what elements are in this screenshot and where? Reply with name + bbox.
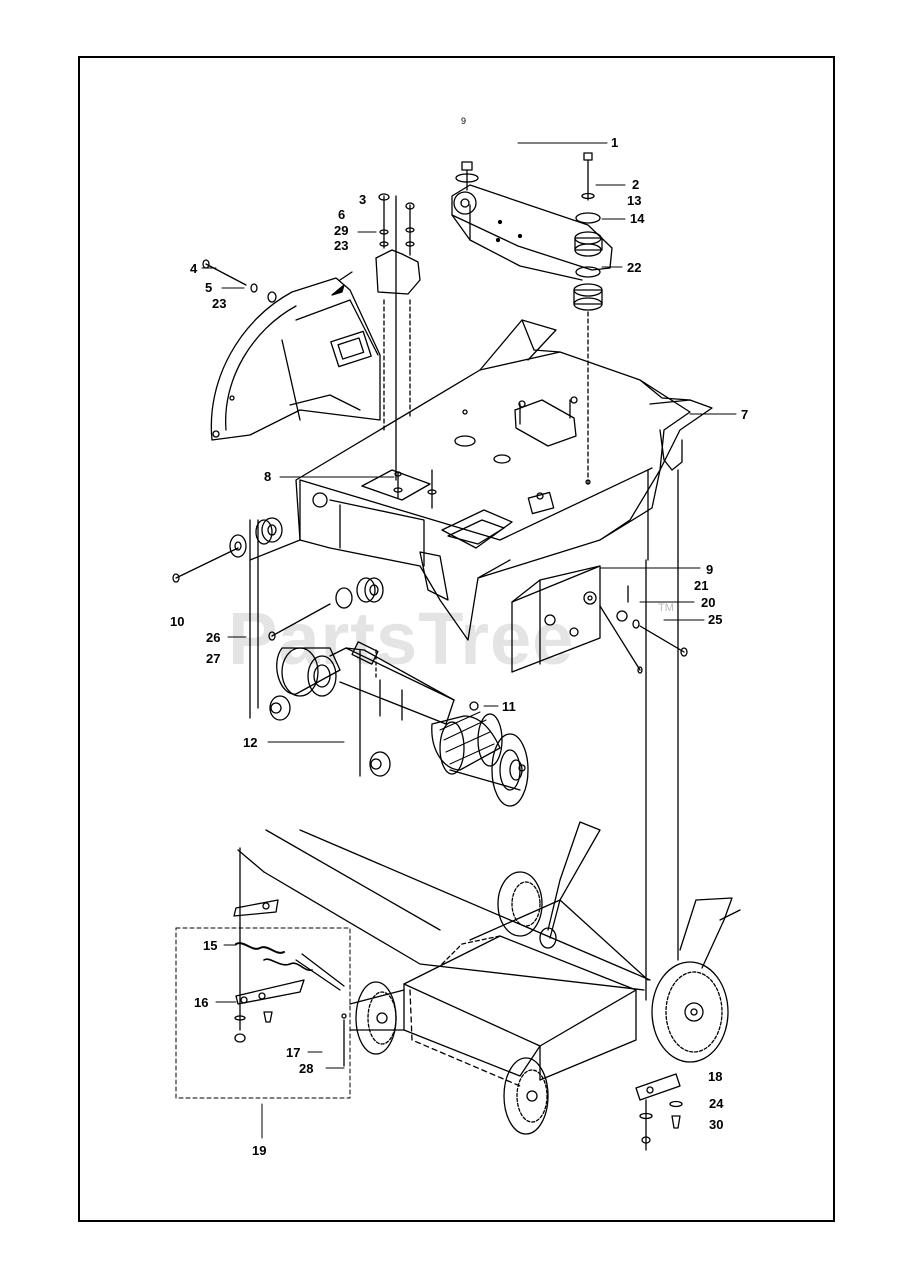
callout-19: 19 bbox=[252, 1143, 267, 1158]
callout-25: 25 bbox=[708, 612, 723, 627]
callout-3: 3 bbox=[359, 192, 367, 207]
watermark: PartsTree bbox=[228, 597, 575, 680]
callout-10: 10 bbox=[170, 614, 185, 629]
guard-bracket bbox=[375, 193, 421, 481]
lower-right-hardware bbox=[635, 1073, 683, 1151]
callout-11: 11 bbox=[502, 699, 516, 714]
top-mount-bracket bbox=[451, 184, 613, 281]
callout-28: 28 bbox=[299, 1061, 314, 1076]
handle-lock-detail bbox=[175, 847, 351, 1099]
callout-1: 1 bbox=[611, 135, 619, 150]
callout-7: 7 bbox=[741, 407, 749, 422]
callout-26: 26 bbox=[206, 630, 221, 645]
callout-23-left: 23 bbox=[212, 296, 227, 311]
axle-bearings bbox=[255, 517, 479, 777]
callout-4: 4 bbox=[190, 261, 198, 276]
callout-12: 12 bbox=[243, 735, 258, 750]
callout-14: 14 bbox=[630, 211, 645, 226]
callout-18: 18 bbox=[708, 1069, 723, 1084]
leader-lines bbox=[201, 142, 737, 1139]
long-shaft-lines bbox=[645, 559, 679, 1001]
callout-20: 20 bbox=[701, 595, 716, 610]
callout-8: 8 bbox=[264, 469, 272, 484]
callout-27: 27 bbox=[206, 651, 221, 666]
cart-wheels bbox=[355, 871, 729, 1135]
blade-guard bbox=[210, 271, 381, 441]
drawing-border bbox=[78, 56, 835, 1222]
callout-13: 13 bbox=[627, 193, 642, 208]
callout-17: 17 bbox=[286, 1045, 301, 1060]
callout-16: 16 bbox=[194, 995, 209, 1010]
callout-9: 9 bbox=[706, 562, 714, 577]
callout-22: 22 bbox=[627, 260, 642, 275]
top-hardware bbox=[455, 152, 603, 485]
callout-2: 2 bbox=[632, 177, 640, 192]
callout-29: 29 bbox=[334, 223, 349, 238]
cart-frame bbox=[237, 821, 741, 1087]
callout-5: 5 bbox=[205, 280, 213, 295]
callout-24: 24 bbox=[709, 1096, 724, 1111]
reference-mark: 9 bbox=[461, 116, 467, 126]
callout-21: 21 bbox=[694, 578, 709, 593]
main-frame bbox=[249, 319, 713, 641]
axle-assembly bbox=[276, 641, 529, 807]
callout-6: 6 bbox=[338, 207, 346, 222]
long-bolt-10 bbox=[172, 519, 377, 777]
watermark-trademark: TM bbox=[658, 602, 674, 614]
callout-23-upper: 23 bbox=[334, 238, 349, 253]
frame-bolts-8 bbox=[393, 469, 437, 509]
callout-30: 30 bbox=[709, 1117, 724, 1132]
callout-15: 15 bbox=[203, 938, 218, 953]
bearing-housing bbox=[511, 565, 688, 674]
